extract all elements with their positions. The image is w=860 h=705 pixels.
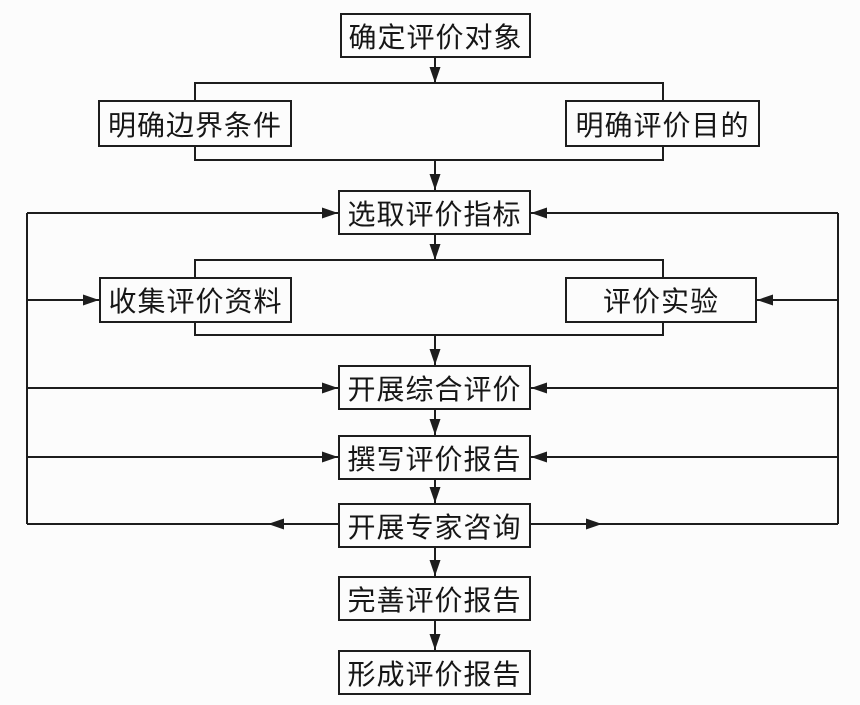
node-select-evaluation-indicators: 选取评价指标 xyxy=(338,190,531,235)
node-clarify-evaluation-purpose: 明确评价目的 xyxy=(565,100,760,147)
node-write-evaluation-report: 撰写评价报告 xyxy=(338,435,531,480)
node-clarify-boundary-conditions: 明确边界条件 xyxy=(98,100,292,147)
node-conduct-expert-consultation: 开展专家咨询 xyxy=(338,503,531,548)
node-improve-evaluation-report: 完善评价报告 xyxy=(338,576,531,621)
node-evaluation-experiment: 评价实验 xyxy=(565,277,757,323)
arrowheads xyxy=(83,67,773,650)
node-conduct-comprehensive-evaluation: 开展综合评价 xyxy=(338,365,531,410)
node-form-evaluation-report: 形成评价报告 xyxy=(338,650,531,695)
node-determine-evaluation-object: 确定评价对象 xyxy=(340,13,531,58)
node-collect-evaluation-materials: 收集评价资料 xyxy=(99,277,292,323)
